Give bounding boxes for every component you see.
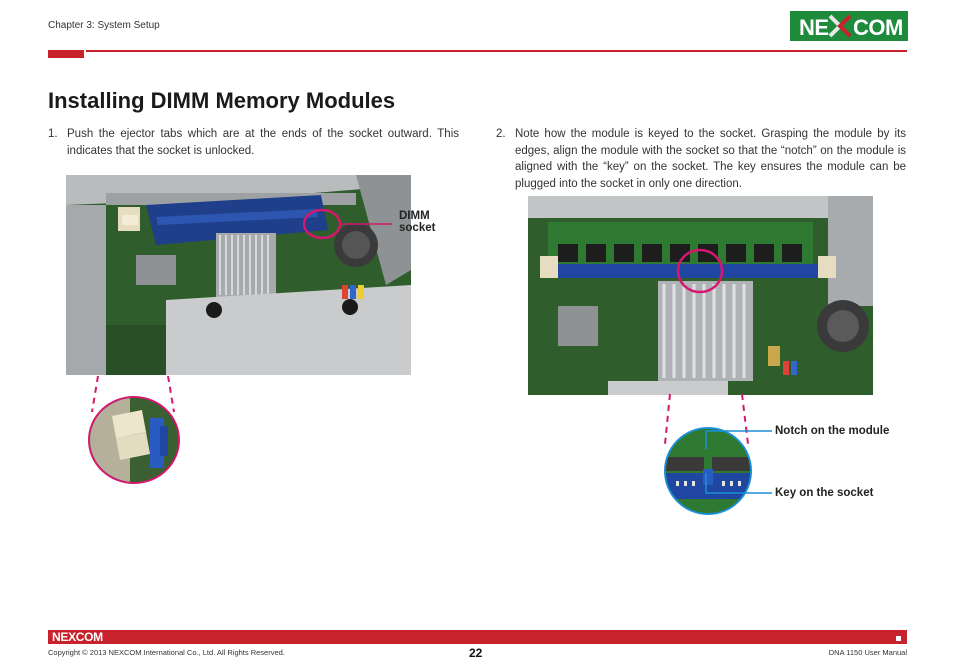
- step-1: 1. Push the ejector tabs which are at th…: [48, 126, 459, 160]
- header-rule: [86, 50, 907, 52]
- step-text: Push the ejector tabs which are at the e…: [67, 128, 459, 157]
- header-red-block: [48, 50, 84, 58]
- footer-bar: [48, 630, 907, 644]
- step-2: 2. Note how the module is keyed to the s…: [496, 126, 906, 194]
- footer-square: [890, 630, 895, 635]
- page-number: 22: [469, 646, 483, 660]
- page-title: Installing DIMM Memory Modules: [48, 88, 396, 113]
- step-number: 1.: [48, 128, 58, 140]
- dimm-socket-label: DIMM socket: [399, 210, 435, 234]
- key-label: Key on the socket: [775, 487, 874, 499]
- notch-circle-marker: [676, 248, 724, 294]
- footer-copyright: Copyright © 2013 NEXCOM International Co…: [48, 648, 285, 657]
- footer-square: [896, 636, 901, 641]
- dimm-socket-photo: [66, 175, 411, 375]
- notch-label: Notch on the module: [775, 425, 890, 437]
- footer-square: [902, 636, 907, 641]
- dimm-label-line2: socket: [399, 222, 436, 234]
- footer-logo: NEXCOM: [52, 630, 103, 644]
- notch-key-callout-lines: [705, 430, 772, 494]
- ejector-closeup: [88, 396, 180, 484]
- step-number: 2.: [496, 128, 506, 140]
- notch-closeup: [664, 427, 752, 515]
- dimm-label-line1: DIMM: [399, 210, 430, 222]
- dimm-callout-marker: [302, 208, 392, 240]
- notch-zoom-guides: [664, 393, 749, 445]
- module-insert-photo: [528, 196, 873, 395]
- chapter-title: Chapter 3: System Setup: [48, 20, 160, 31]
- nexcom-logo: NE COM: [790, 11, 908, 41]
- step-text: Note how the module is keyed to the sock…: [515, 128, 906, 190]
- manual-name: DNA 1150 User Manual: [828, 648, 907, 657]
